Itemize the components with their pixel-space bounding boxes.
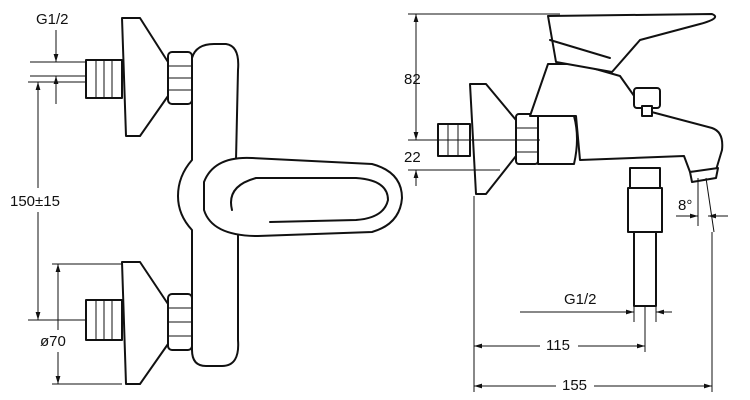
center-distance-label: 150±15 xyxy=(10,193,60,210)
shower-connector xyxy=(629,167,661,189)
thread-top-label: G1/2 xyxy=(36,11,69,28)
height-label: 82 xyxy=(404,71,421,88)
thread-side-label: G1/2 xyxy=(564,291,597,308)
angle-label: 8° xyxy=(678,197,692,214)
side-dimensions: 82 22 8° G1/2 115 155 xyxy=(404,13,728,394)
side-body xyxy=(529,63,724,173)
top-escutcheon xyxy=(121,17,169,137)
depth-155-label: 155 xyxy=(562,377,587,394)
side-nut xyxy=(515,113,539,165)
side-escutcheon xyxy=(469,83,517,195)
side-view xyxy=(437,13,724,307)
front-dimensions: G1/2 150±15 ø70 xyxy=(6,11,122,385)
lever-handle xyxy=(203,156,403,237)
offset-label: 22 xyxy=(404,149,421,166)
bottom-escutcheon xyxy=(121,261,169,385)
spout-outlet xyxy=(689,167,719,183)
diameter-label: ø70 xyxy=(40,333,66,350)
side-lever xyxy=(547,13,716,73)
front-view xyxy=(85,17,403,385)
depth-115-label: 115 xyxy=(546,337,570,354)
